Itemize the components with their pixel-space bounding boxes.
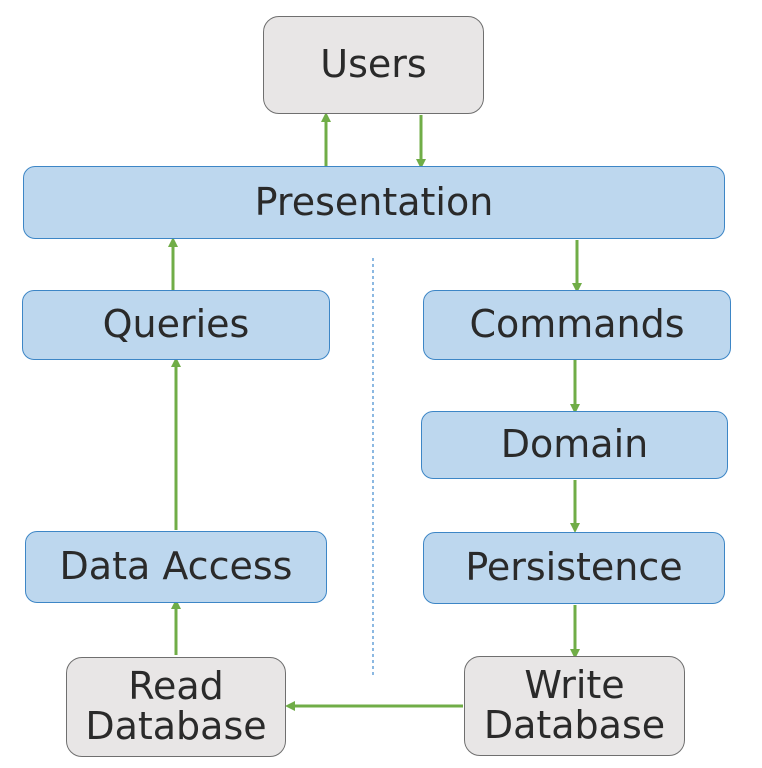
users-node: Users [263,16,484,114]
domain-layer: Domain [421,411,728,479]
write-database-label-line2: Database [483,703,666,747]
persistence-layer: Persistence [423,532,725,604]
queries-label: Queries [102,302,250,347]
commands-label: Commands [469,302,685,347]
presentation-label: Presentation [254,179,494,224]
write-database-label-line1: Write [524,663,625,708]
presentation-layer: Presentation [23,166,725,239]
users-label: Users [320,42,427,87]
read-database-label-line2: Database [85,704,267,748]
data-access-layer: Data Access [25,531,327,603]
domain-label: Domain [500,422,649,467]
commands-layer: Commands [423,290,731,360]
data-access-label: Data Access [59,544,293,589]
read-database-node: Read Database [66,657,286,757]
persistence-label: Persistence [465,545,683,590]
write-database-node: Write Database [464,656,685,756]
read-database-label-line1: Read [128,664,224,709]
queries-layer: Queries [22,290,330,360]
